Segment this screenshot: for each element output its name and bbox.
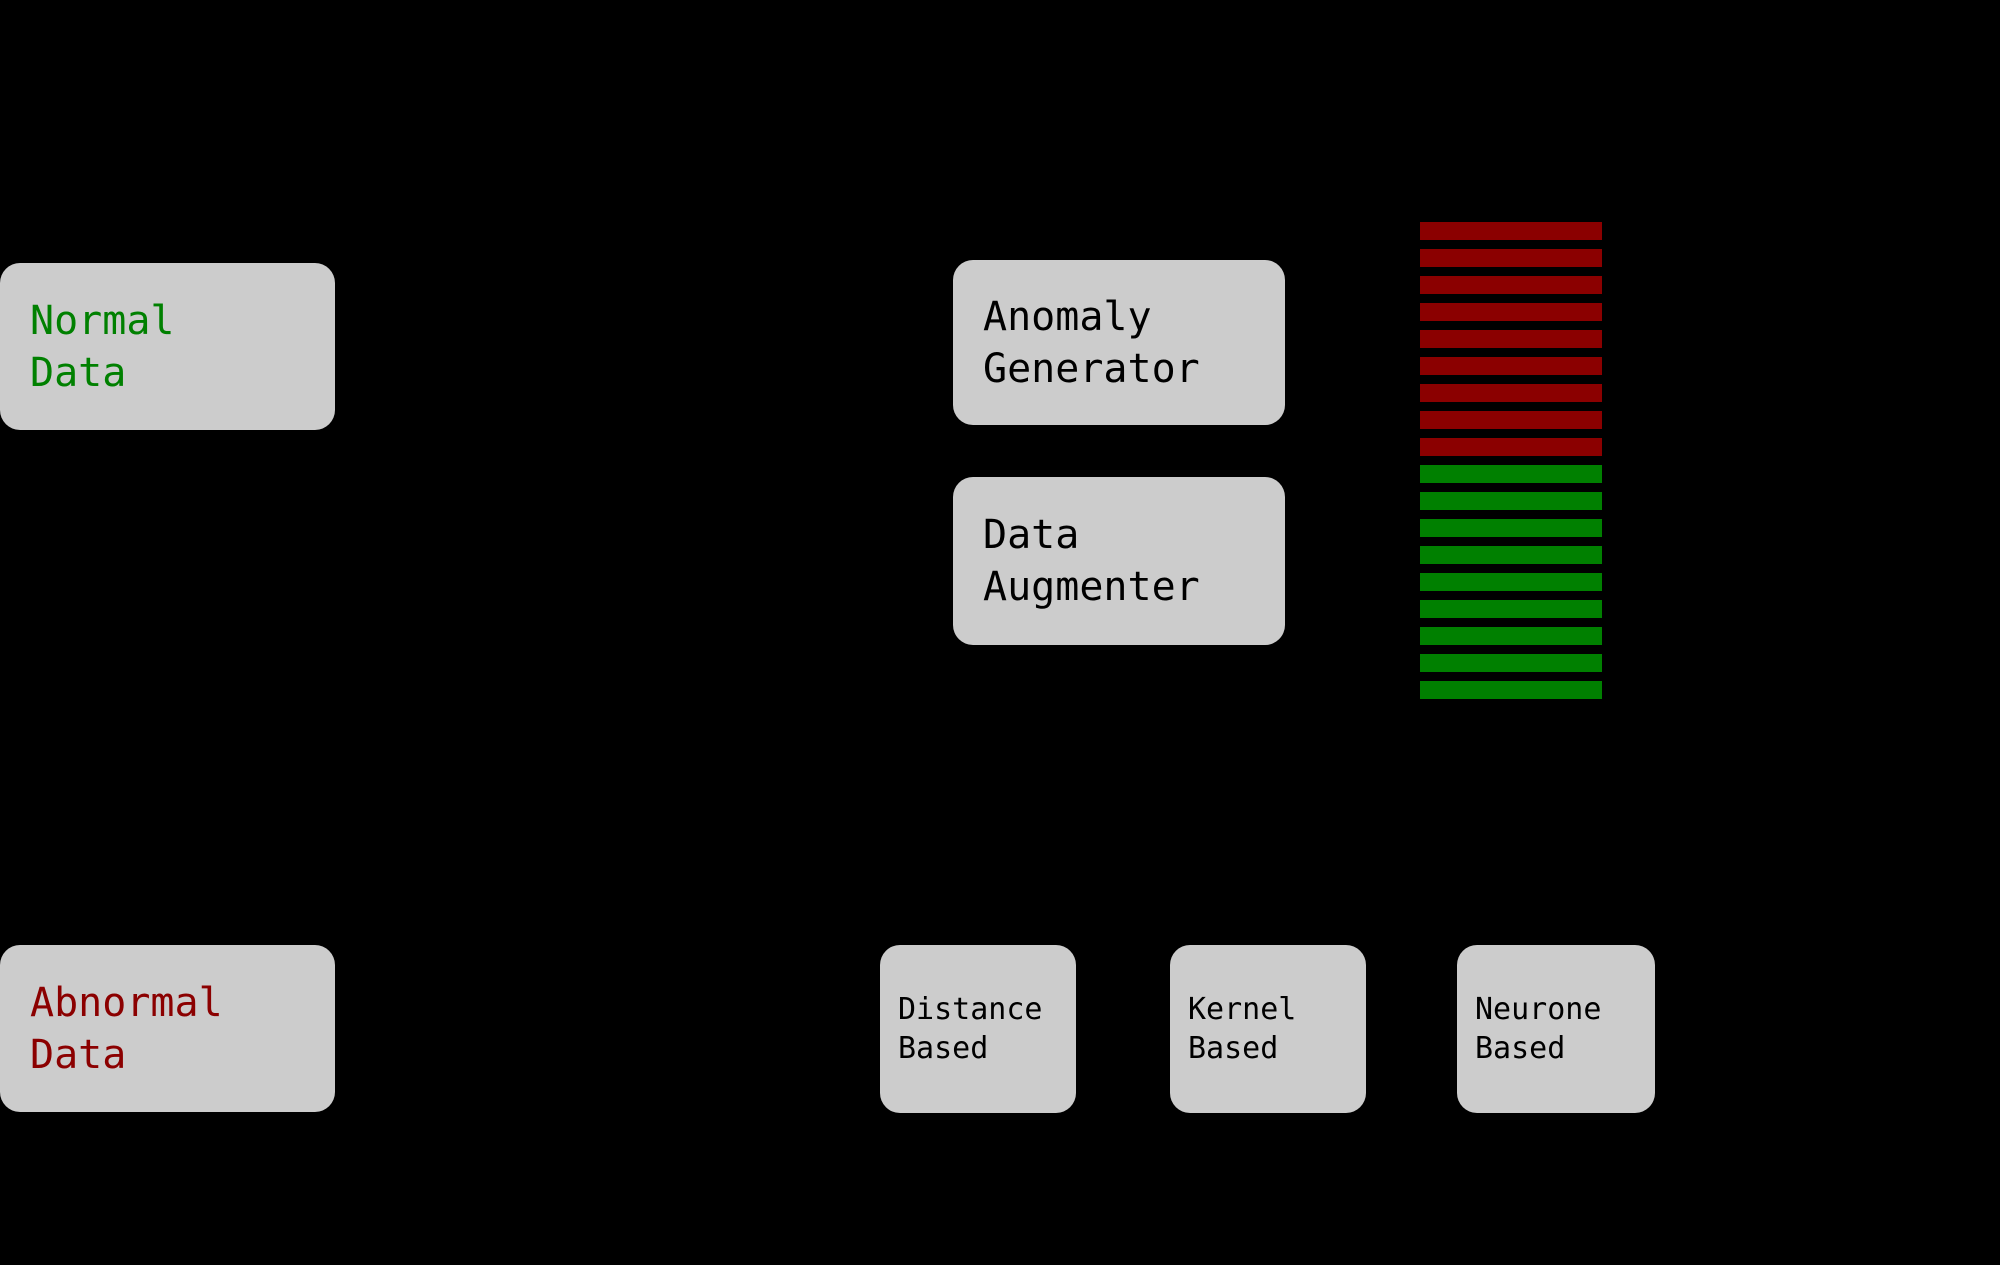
stripe-normal — [1420, 681, 1602, 699]
node-anomaly-generator-line-2: Generator — [983, 345, 1200, 392]
node-abnormal-data[interactable]: Abnormal Data — [0, 945, 335, 1112]
node-abnormal-data-line-2: Data — [30, 1031, 127, 1078]
node-data-augmenter-line-2: Augmenter — [983, 564, 1200, 610]
stripe-abnormal — [1420, 438, 1602, 456]
node-distance-based-line-2: Based — [898, 1031, 989, 1066]
stripe-abnormal — [1420, 276, 1602, 294]
node-data-augmenter-line-1: Data — [983, 512, 1080, 558]
stripe-normal — [1420, 627, 1602, 645]
stripe-normal — [1420, 492, 1602, 510]
stripe-abnormal — [1420, 384, 1602, 402]
node-distance-based[interactable]: Distance Based — [880, 945, 1076, 1113]
stripe-abnormal — [1420, 411, 1602, 429]
stripe-abnormal — [1420, 357, 1602, 375]
node-data-augmenter[interactable]: Data Augmenter — [953, 477, 1285, 645]
node-kernel-based[interactable]: Kernel Based — [1170, 945, 1366, 1113]
node-kernel-based-line-2: Based — [1188, 1031, 1279, 1066]
stripe-abnormal — [1420, 303, 1602, 321]
stripe-normal — [1420, 546, 1602, 564]
node-distance-based-line-1: Distance — [898, 992, 1043, 1027]
node-anomaly-generator-line-1: Anomaly — [983, 293, 1152, 340]
node-abnormal-data-line-1: Abnormal — [30, 979, 223, 1026]
node-normal-data-line-1: Normal — [30, 297, 175, 344]
node-anomaly-generator[interactable]: Anomaly Generator — [953, 260, 1285, 425]
node-neurone-based-line-2: Based — [1475, 1031, 1566, 1066]
stripe-normal — [1420, 600, 1602, 618]
stripe-normal — [1420, 519, 1602, 537]
stripe-normal — [1420, 654, 1602, 672]
node-neurone-based-line-1: Neurone — [1475, 992, 1602, 1027]
stripe-abnormal — [1420, 330, 1602, 348]
sample-stripe-stack — [1420, 222, 1602, 699]
stripe-normal — [1420, 465, 1602, 483]
node-kernel-based-line-1: Kernel — [1188, 992, 1297, 1027]
node-neurone-based[interactable]: Neurone Based — [1457, 945, 1655, 1113]
stripe-abnormal — [1420, 249, 1602, 267]
stripe-normal — [1420, 573, 1602, 591]
node-normal-data[interactable]: Normal Data — [0, 263, 335, 430]
node-normal-data-line-2: Data — [30, 349, 127, 396]
stripe-abnormal — [1420, 222, 1602, 240]
